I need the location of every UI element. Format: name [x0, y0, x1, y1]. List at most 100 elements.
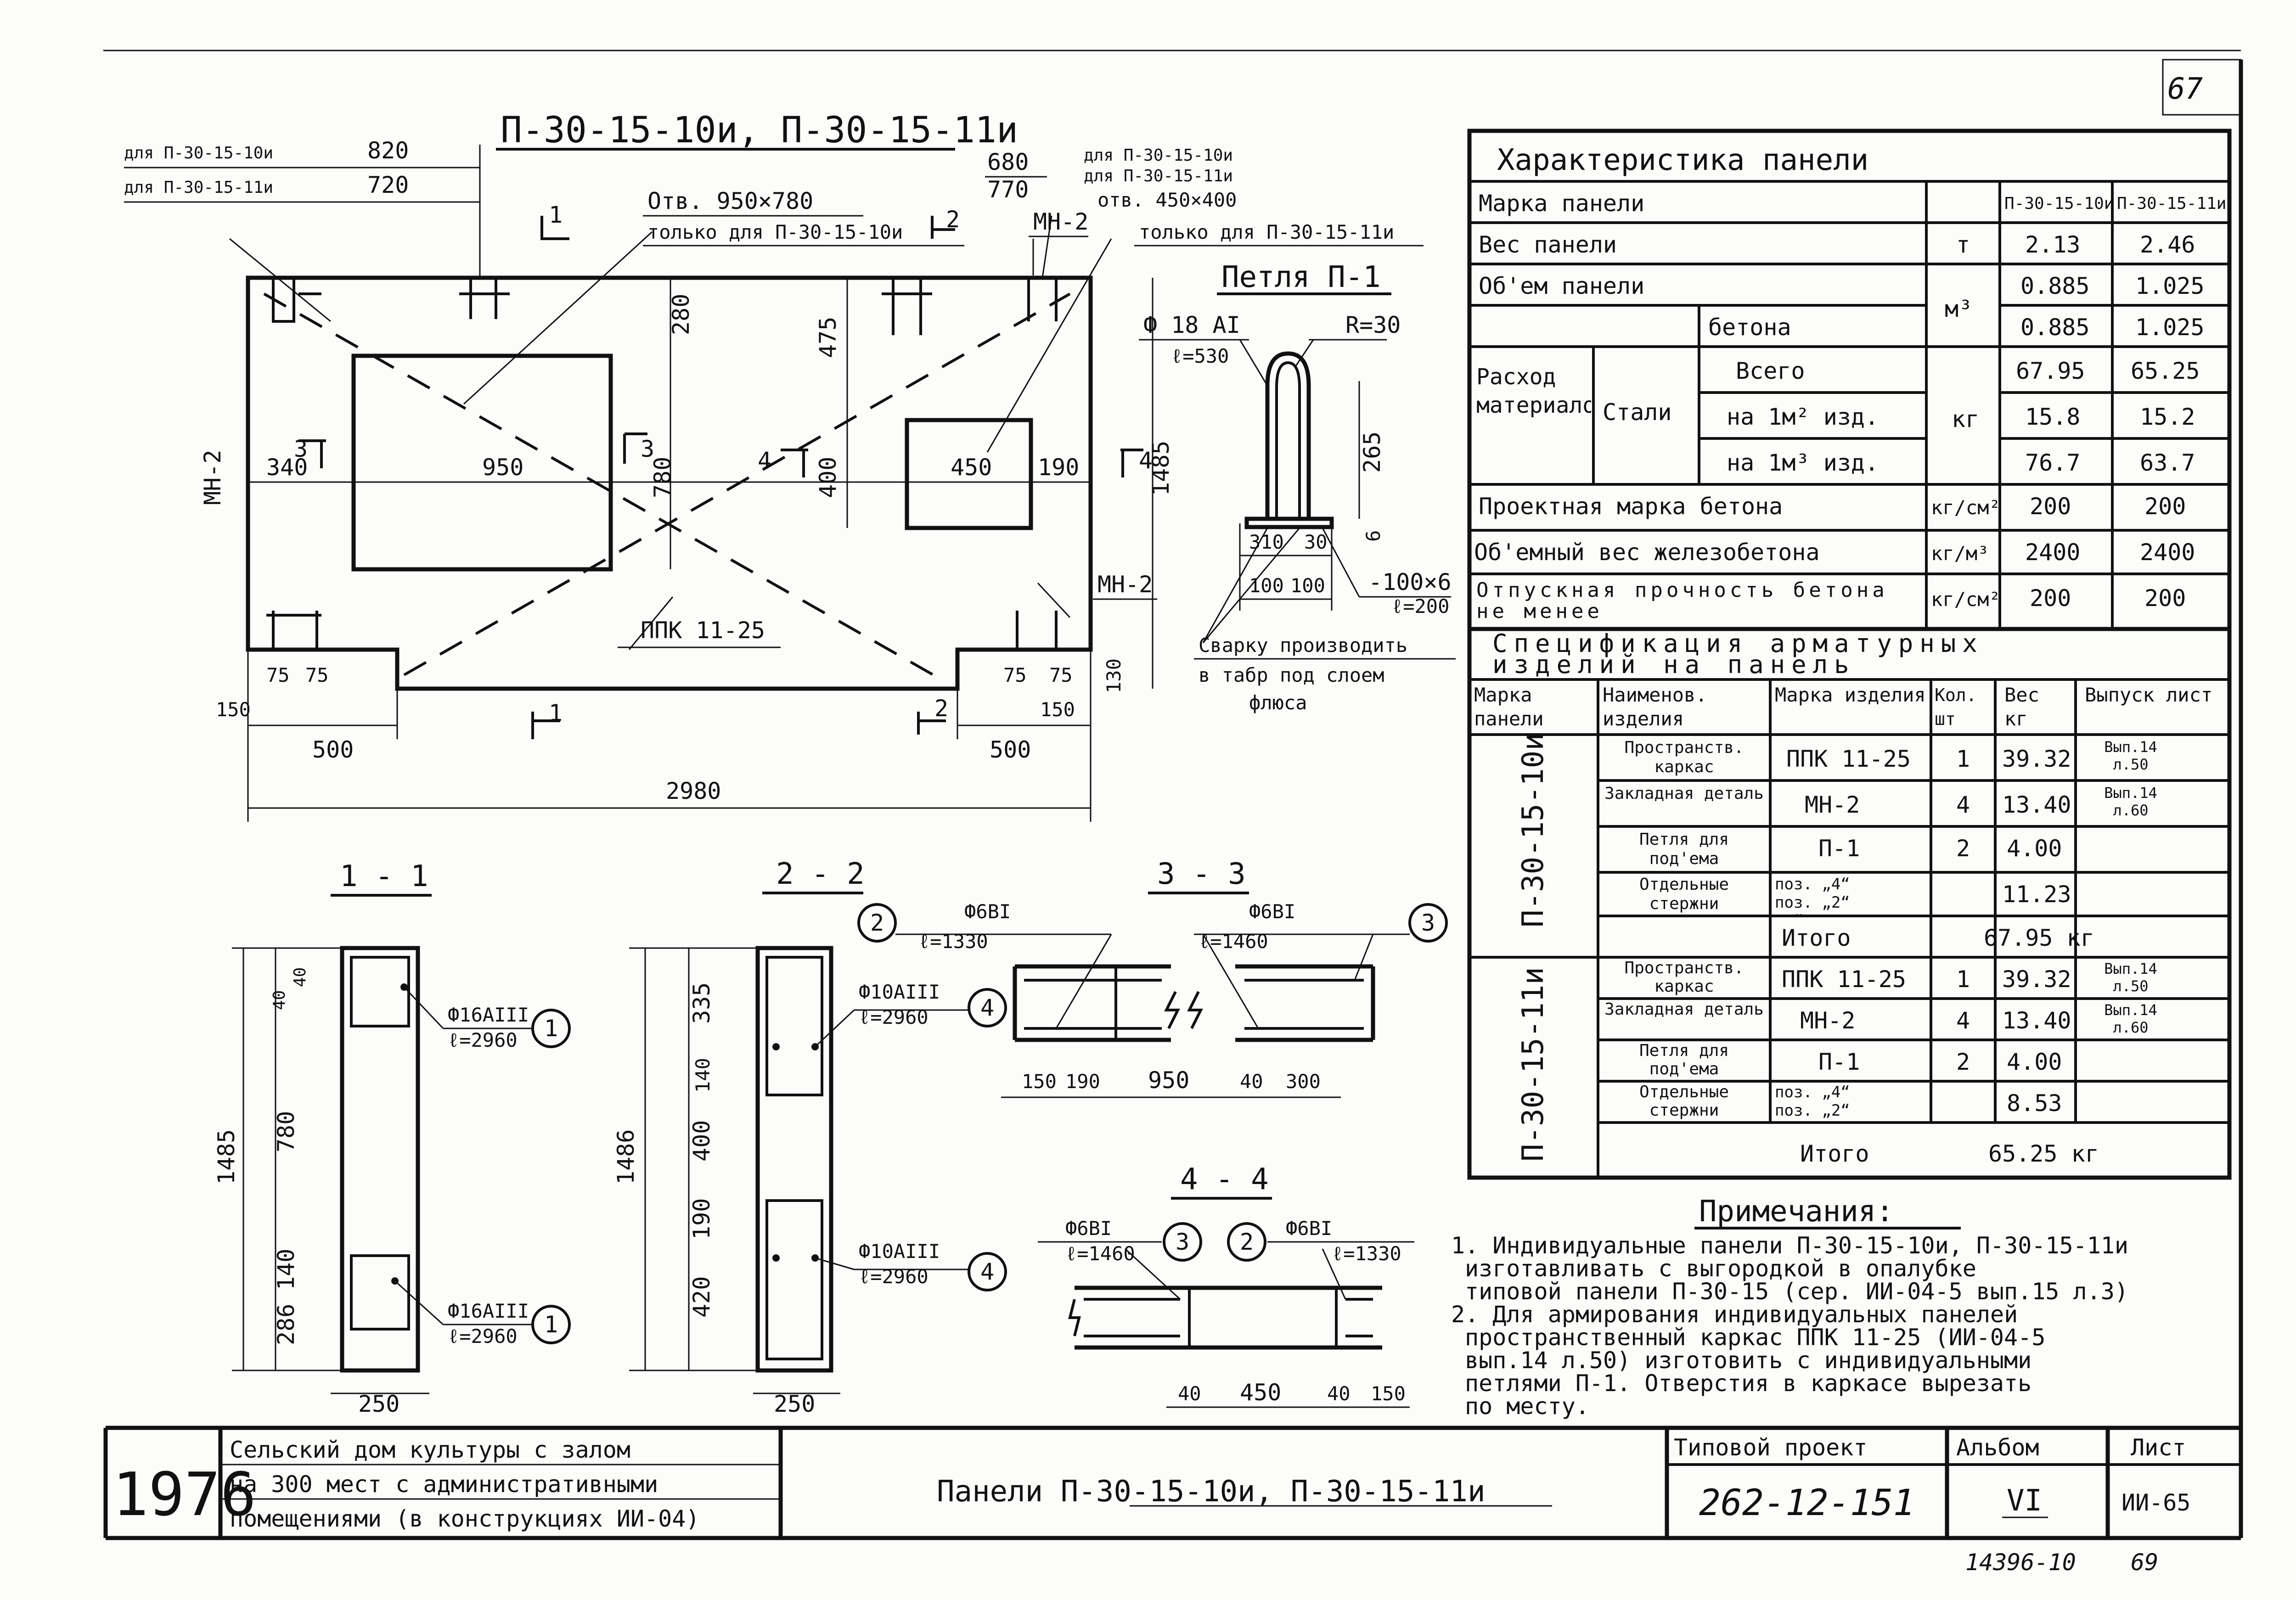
- loop-dim-265: 265: [1359, 432, 1385, 473]
- dim-150-left: 150: [216, 698, 251, 721]
- s33-pos1: 2: [870, 909, 884, 936]
- cut-markers: 1 1 2 2 3 3 4 4: [294, 202, 1153, 739]
- loop-plate-len: ℓ=200: [1391, 595, 1449, 618]
- spec-title: Спецификация арматурных изделий на панел…: [1492, 631, 1984, 677]
- project-line-3: помещениями (в конструкциях ИИ-04): [230, 1505, 700, 1532]
- dim-950: 950: [482, 454, 523, 481]
- svg-text:140: 140: [273, 1249, 299, 1290]
- svg-text:3: 3: [641, 436, 654, 462]
- dim-75-a: 75: [266, 664, 290, 686]
- svg-text:м³: м³: [1945, 296, 1972, 322]
- svg-text:типовой панели П-30-15 (сер. И: типовой панели П-30-15 (сер. ИИ-04-5 вып…: [1465, 1278, 2128, 1305]
- svg-text:ППК 11-25: ППК 11-25: [1786, 746, 1911, 772]
- svg-text:т: т: [1956, 231, 1970, 258]
- s44-bar2: Ф6ВI: [1286, 1217, 1332, 1240]
- svg-text:1.025: 1.025: [2135, 273, 2205, 299]
- notes-title: Примечания:: [1699, 1195, 1894, 1229]
- spec-group2-mark: П-30-15-11и: [1516, 967, 1550, 1162]
- svg-text:335: 335: [688, 982, 715, 1024]
- spec-group1-mark: П-30-15-10и: [1516, 733, 1550, 927]
- title-year: 1976: [113, 1460, 256, 1529]
- svg-text:на 1м³ изд.: на 1м³ изд.: [1727, 449, 1879, 476]
- section-1-1: 1 - 1 40 40 780 140 286 1485 250 Ф16АIII…: [213, 859, 571, 1417]
- title-block: 1976 Сельский дом культуры с залом на 30…: [113, 1428, 2241, 1538]
- footer: 14396-10 69: [1965, 1549, 2158, 1576]
- dim-770: 770: [987, 176, 1029, 203]
- char-header-label: Марка панели: [1479, 190, 1644, 217]
- weld-note-3: флюса: [1249, 691, 1307, 714]
- album-label: Альбом: [1956, 1434, 2039, 1461]
- footer-page: 69: [2131, 1549, 2158, 1576]
- svg-text:1: 1: [549, 700, 563, 726]
- spec-total1-label: Итого: [1782, 925, 1851, 951]
- s22-title: 2 - 2: [776, 857, 865, 891]
- s44-pos2: 2: [1240, 1229, 1254, 1255]
- svg-text:по месту.: по месту.: [1465, 1393, 1589, 1420]
- svg-text:200: 200: [2030, 493, 2071, 520]
- svg-text:13.40: 13.40: [2002, 1007, 2071, 1034]
- svg-text:1: 1: [1956, 966, 1970, 993]
- svg-text:450: 450: [1240, 1379, 1281, 1406]
- char-col2: П-30-15-11и: [2117, 194, 2226, 213]
- s22-bar-top: Ф10АIII: [859, 981, 940, 1003]
- mn2-top-label: МН-2: [1033, 208, 1088, 235]
- mn2-right-label: МН-2: [1097, 571, 1153, 598]
- spec-total2-label: Итого: [1800, 1140, 1869, 1167]
- svg-text:190: 190: [688, 1198, 715, 1240]
- dim-280: 280: [668, 294, 694, 335]
- svg-text:1: 1: [549, 202, 563, 228]
- svg-text:400: 400: [688, 1120, 715, 1162]
- s11-pos-bot: 1: [544, 1311, 558, 1338]
- svg-text:200: 200: [2144, 585, 2186, 612]
- char-volume-label: Об'ем панели: [1479, 273, 1644, 299]
- hole-small-note: только для П-30-15-11и: [1139, 221, 1394, 243]
- dim-75-b: 75: [305, 664, 329, 686]
- corner-mark-text: 67: [2167, 72, 2203, 106]
- loop-dim-100a: 100: [1249, 574, 1284, 597]
- char-title: Характеристика панели: [1497, 143, 1868, 177]
- svg-text:300: 300: [1286, 1070, 1321, 1093]
- s22-len-top: ℓ=2960: [859, 1006, 929, 1028]
- section-2-2: 2 - 2 335 140 400 190 420 1486 250 Ф10АI…: [613, 857, 1007, 1417]
- svg-text:кг/м³: кг/м³: [1931, 542, 1989, 565]
- svg-text:1. Индивидуальные панели П-30-: 1. Индивидуальные панели П-30-15-10и, П-…: [1451, 1232, 2128, 1259]
- sheet-title: Панели П-30-15-10и, П-30-15-11и: [937, 1475, 1485, 1509]
- svg-text:2: 2: [946, 206, 960, 233]
- characteristics-table: Характеристика панели Марка панели П-30-…: [1467, 129, 2232, 631]
- svg-text:пространственный каркас ППК 11: пространственный каркас ППК 11-25 (ИИ-04…: [1465, 1324, 2045, 1351]
- s33-bar1: Ф6ВI: [964, 900, 1011, 923]
- svg-text:67.95: 67.95: [2016, 358, 2085, 384]
- svg-text:4.00: 4.00: [2007, 1049, 2062, 1075]
- dim-190: 190: [1038, 454, 1079, 481]
- sheet-number: ИИ-65: [2122, 1489, 2191, 1516]
- note-for-11: для П-30-15-11и: [124, 178, 273, 197]
- dim-820: 820: [367, 137, 409, 164]
- svg-text:0.885: 0.885: [2020, 314, 2090, 341]
- s44-len1: ℓ=1460: [1065, 1242, 1135, 1265]
- char-weight-label: Вес панели: [1479, 231, 1617, 258]
- ppk-label: ППК 11-25: [641, 617, 765, 644]
- dim-2980: 2980: [666, 778, 721, 804]
- dim-680: 680: [987, 149, 1029, 175]
- s44-bar1: Ф6ВI: [1065, 1217, 1112, 1240]
- dim-400: 400: [815, 457, 841, 498]
- s44-title: 4 - 4: [1180, 1162, 1269, 1196]
- dim-130: 130: [1103, 658, 1125, 693]
- s11-title: 1 - 1: [340, 859, 428, 893]
- loop-dim-6: 6: [1362, 530, 1384, 542]
- char-steel-label: Стали: [1603, 399, 1672, 426]
- dim-720: 720: [367, 172, 409, 198]
- svg-text:4: 4: [1139, 447, 1153, 474]
- svg-text:39.32: 39.32: [2002, 966, 2071, 993]
- dim-780: 780: [649, 457, 676, 498]
- spec-total1: 67.95 кг: [1984, 925, 2094, 951]
- svg-text:2400: 2400: [2140, 539, 2195, 566]
- svg-text:2.46: 2.46: [2140, 231, 2195, 258]
- s11-pos-top: 1: [544, 1015, 558, 1042]
- s33-len1: ℓ=1330: [918, 930, 988, 953]
- svg-text:200: 200: [2030, 585, 2071, 612]
- note-for-10: для П-30-15-10и: [124, 144, 273, 163]
- loop-len: ℓ=530: [1171, 345, 1229, 367]
- project-line-2: на 300 мест с административными: [230, 1471, 658, 1498]
